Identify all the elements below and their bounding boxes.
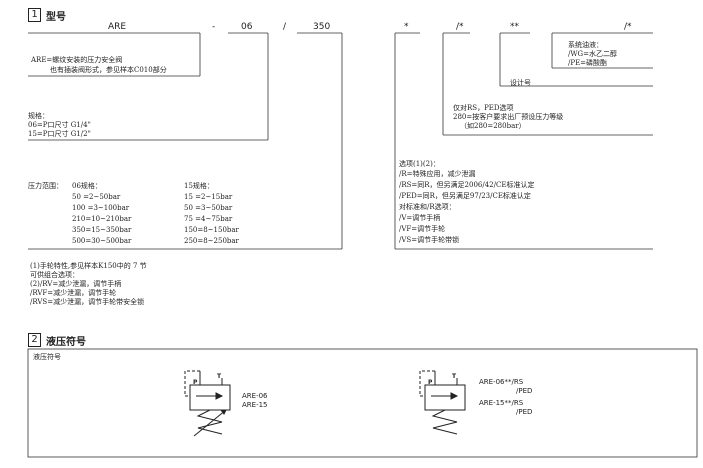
port-t-label-a: T — [217, 373, 222, 380]
option-item: /R=特殊应用，减少泄漏 — [399, 170, 476, 178]
pressure-title: 压力范围： — [28, 182, 63, 190]
pressure-06-item: 350=15~350bar — [72, 226, 132, 234]
size-15: 15=P口尺寸 G1/2" — [28, 130, 91, 138]
port-t-label-b: T — [452, 373, 457, 380]
pressure-15-item: 50 =3~50bar — [184, 204, 233, 212]
code-fluid: /* — [624, 22, 632, 32]
option-item: /VS=调节手轮带锁 — [399, 236, 460, 244]
note-line: /RVS=减少泄漏，调节手轮带安全锁 — [30, 298, 145, 306]
design-number: 设计号 — [510, 79, 531, 87]
rs-note-3: （如280=280bar） — [460, 122, 526, 130]
pressure-06-item: 100 =3~100bar — [72, 204, 130, 212]
note-line: 可供组合选项： — [30, 271, 79, 279]
section-number-1: 1 — [28, 8, 41, 22]
pressure-15-head: 15规格： — [184, 182, 214, 190]
rs-note-1: 仅对RS，PED选项 — [453, 104, 514, 112]
option-item: /V=调节手柄 — [399, 214, 441, 222]
section-title-model-code: 型号 — [46, 12, 66, 23]
symbol-a-label-06: ARE-06 — [242, 392, 268, 400]
option-item: /RS=同R，但另满足2006/42/CE标准认定 — [399, 181, 535, 189]
symbol-b-label-4: /PED — [516, 408, 533, 416]
code-design: ** — [510, 22, 519, 32]
option-item: /PED=同R，但另满足97/23/CE标准认定 — [399, 192, 531, 200]
code-preset: /* — [456, 22, 464, 32]
code-size: 06 — [241, 22, 253, 32]
section-number-2: 2 — [28, 333, 41, 347]
pressure-15-item: 15 =2~15bar — [184, 193, 233, 201]
port-p-label-b: P — [428, 379, 433, 386]
code-option: * — [404, 22, 409, 32]
port-p-label-a: P — [193, 379, 198, 386]
hydraulic-box-title: 液压符号 — [33, 353, 61, 361]
fluid-pe: /PE=磷酸酯 — [568, 59, 608, 67]
pressure-06-item: 50 =2~50bar — [72, 193, 121, 201]
symbol-b-label-3: ARE-15**/RS — [479, 399, 524, 407]
fluid-title: 系统油液： — [568, 41, 603, 49]
pressure-06-item: 500=30~500bar — [72, 237, 132, 245]
option-item: /VF=调节手轮 — [399, 225, 446, 233]
pressure-15-item: 250=8~250bar — [184, 237, 239, 245]
code-sep-slash: / — [283, 22, 287, 32]
are-desc-2: 也有插装阀形式，参见样本C010部分 — [50, 66, 167, 74]
note-line: /RVF=减少泄漏，调节手轮 — [30, 289, 117, 297]
code-pressure: 350 — [313, 22, 331, 32]
size-title: 规格： — [28, 112, 49, 120]
pressure-06-item: 210=10~210bar — [72, 215, 132, 223]
note-line: (2)/RV=减少泄漏，调节手柄 — [30, 280, 122, 288]
code-series: ARE — [108, 22, 127, 32]
section-title-hydraulic: 液压符号 — [46, 337, 86, 348]
symbol-a-label-15: ARE-15 — [242, 401, 268, 409]
rs-note-2: 280=按客户要求出厂预设压力等级 — [453, 113, 564, 121]
symbol-b-label-2: /PED — [516, 387, 533, 395]
note-line: (1)手轮特性,参见样本K150中的 7 节 — [30, 262, 147, 270]
symbol-b-label-1: ARE-06**/RS — [479, 378, 524, 386]
code-sep-dash: - — [212, 22, 216, 32]
size-06: 06=P口尺寸 G1/4" — [28, 121, 91, 129]
option-item: 对标准和/R选项： — [399, 203, 456, 211]
fluid-wg: /WG=水乙二醇 — [568, 50, 618, 58]
pressure-15-item: 75 =4~75bar — [184, 215, 233, 223]
relief-valve-symbol-b — [419, 370, 466, 435]
relief-valve-symbol-a — [184, 370, 231, 437]
pressure-06-head: 06规格： — [72, 182, 102, 190]
pressure-15-item: 150=8~150bar — [184, 226, 239, 234]
are-desc-1: ARE=螺纹安装的压力安全阀 — [31, 56, 123, 64]
options-title: 选项(1)(2)： — [399, 160, 440, 168]
